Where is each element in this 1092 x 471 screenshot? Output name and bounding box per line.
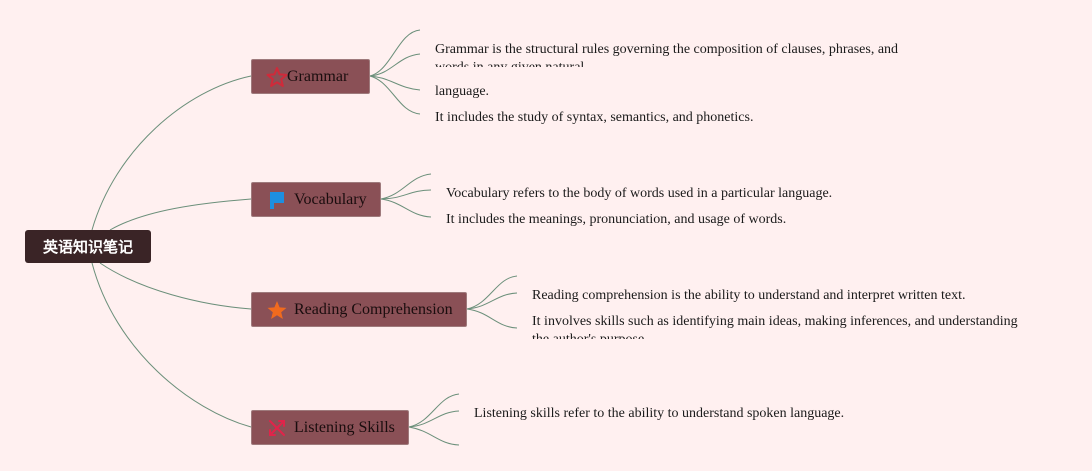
listening-note-1: Listening skills refer to the ability to… xyxy=(474,406,845,421)
flag-icon xyxy=(270,191,284,209)
topic-grammar[interactable]: Grammar xyxy=(251,59,370,94)
connector-vocabulary-1 xyxy=(380,173,432,200)
connector-reading-2 xyxy=(466,292,518,310)
connector-grammar-4 xyxy=(369,75,421,115)
connector-reading-1 xyxy=(466,275,518,310)
grammar-note-2: language. xyxy=(435,84,490,99)
vocabulary-note-2: It includes the meanings, pronunciation,… xyxy=(446,212,787,227)
topic-vocabulary[interactable]: Vocabulary xyxy=(251,182,381,217)
topic-reading-comprehension[interactable]: Reading Comprehension xyxy=(251,292,467,327)
connector-grammar-3 xyxy=(369,75,421,91)
connector-reading-3 xyxy=(466,308,518,329)
star-filled-icon xyxy=(267,300,287,319)
connector-root-vocabulary xyxy=(109,198,252,231)
connector-grammar-2 xyxy=(369,53,421,77)
root-node[interactable]: 英语知识笔记 xyxy=(25,230,151,263)
topic-reading-comprehension-label: Reading Comprehension xyxy=(294,300,453,318)
topic-listening-skills-label: Listening Skills xyxy=(294,418,395,436)
connector-root-reading xyxy=(99,262,252,310)
connector-listening-2 xyxy=(408,410,460,428)
topic-grammar-label: Grammar xyxy=(287,67,349,85)
connector-vocabulary-3 xyxy=(380,198,432,218)
connector-grammar-1 xyxy=(369,29,421,77)
connector-vocabulary-2 xyxy=(380,189,432,200)
reading-note-2: It involves skills such as identifying m… xyxy=(532,314,1018,339)
topic-vocabulary-label: Vocabulary xyxy=(294,190,367,208)
connector-root-listening xyxy=(91,262,252,428)
grammar-note-3: It includes the study of syntax, semanti… xyxy=(435,110,754,125)
crossed-arrows-icon xyxy=(269,419,285,436)
reading-note-1: Reading comprehension is the ability to … xyxy=(532,288,966,303)
topic-listening-skills[interactable]: Listening Skills xyxy=(251,410,409,445)
connector-listening-1 xyxy=(408,393,460,428)
vocabulary-note-1: Vocabulary refers to the body of words u… xyxy=(446,186,833,201)
connector-listening-3 xyxy=(408,426,460,446)
star-outline-icon xyxy=(266,66,288,87)
connector-root-grammar xyxy=(91,75,252,231)
grammar-note-1: Grammar is the structural rules governin… xyxy=(435,42,899,67)
